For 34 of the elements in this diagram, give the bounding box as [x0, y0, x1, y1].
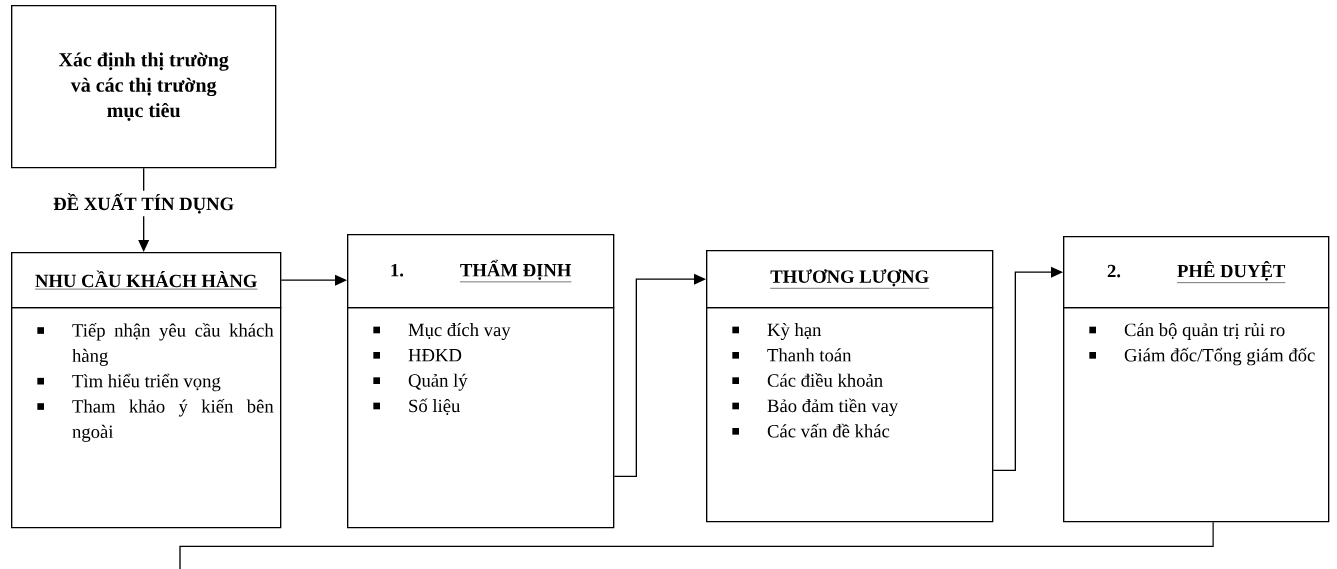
bullet-item: Số liệu — [373, 398, 461, 416]
arrow — [992, 266, 1063, 471]
header-title: PHÊ DUYỆT — [1176, 260, 1286, 283]
list-box — [347, 307, 615, 529]
process-box — [11, 5, 277, 169]
box-text: Xác định thị trường và các thị trường mục tiêu — [58, 52, 229, 121]
bullet-item: Tham khảo ý kiến bên ngoài — [37, 399, 274, 442]
arrow — [613, 273, 706, 477]
list-box — [11, 307, 282, 529]
bullet-item: Thanh toán — [732, 348, 852, 362]
bullet-item: Kỳ hạn — [732, 323, 822, 340]
list-box — [706, 307, 994, 523]
header-title: NHU CẦU KHÁCH HÀNG — [34, 270, 258, 290]
header-box — [347, 234, 615, 309]
list-box — [1063, 307, 1330, 523]
bullet-item: Các điều khoản — [732, 373, 883, 387]
edge-label: ĐỀ XUẤT TÍN DỤNG — [53, 193, 234, 214]
bullet-item: Cán bộ quản trị rủi ro — [1089, 323, 1285, 340]
step-number: 2. — [1107, 264, 1121, 278]
header-box — [1063, 236, 1330, 309]
header-box — [11, 252, 282, 309]
arrow — [280, 274, 347, 286]
bullet-item: Quản lý — [373, 373, 468, 391]
step-number: 1. — [391, 264, 404, 277]
header-title: THẨM ĐỊNH — [459, 259, 572, 283]
header-title: THƯƠNG LƯỢNG — [770, 269, 930, 289]
bullet-item: Tìm hiểu triển vọng — [37, 373, 221, 392]
bullet-item: Các vấn đề khác — [732, 423, 890, 438]
bullet-item: Mục đích vay — [373, 323, 511, 340]
bullet-item: Bảo đảm tiền vay — [732, 398, 899, 416]
bullet-item: HĐKD — [373, 349, 462, 362]
header-box — [706, 250, 994, 309]
bullet-item: Tiếp nhận yêu cầu khách hàng — [37, 323, 274, 366]
bullet-item: Giám đốc/Tổng giám đốc — [1089, 347, 1315, 366]
